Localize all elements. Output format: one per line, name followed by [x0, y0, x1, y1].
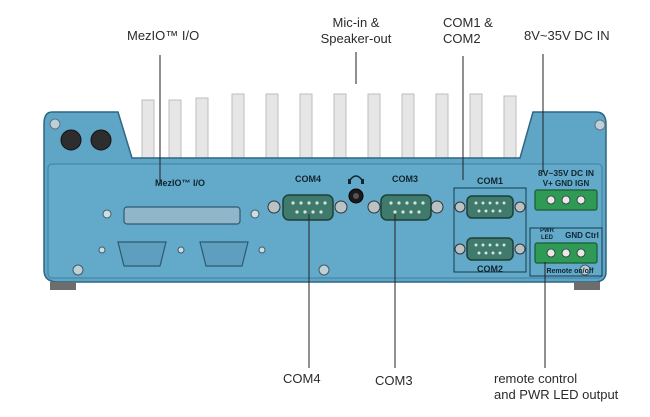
callout-com4-text: COM4	[283, 371, 321, 386]
com4-panel-label: COM4	[295, 174, 321, 184]
antenna-cap	[90, 129, 112, 151]
remote-onoff-label: Remote on/off	[546, 268, 594, 275]
callout-mezio-text: MezIO™ I/O	[127, 28, 200, 43]
mounting-screw	[102, 209, 112, 219]
callout-com12-line1: COM1 &	[443, 15, 493, 30]
callout-remote-line2: and PWR LED output	[494, 387, 619, 402]
mounting-screw	[594, 119, 606, 131]
callout-mic-line2: Speaker-out	[320, 31, 392, 46]
pwr-label-top: PWR	[540, 228, 555, 234]
com1-connector	[466, 195, 514, 219]
com2-panel-label: COM2	[477, 264, 503, 274]
mounting-screw	[72, 264, 84, 276]
mounting-screw	[454, 243, 466, 255]
mounting-screw	[98, 246, 106, 254]
dc-in-panel-label: 8V~35V DC IN	[538, 168, 594, 178]
com1-panel-label: COM1	[477, 176, 503, 186]
mounting-screw	[267, 200, 281, 214]
mounting-screw	[514, 243, 526, 255]
heatsink-fin	[168, 99, 182, 165]
com4-connector	[282, 194, 334, 221]
heatsink-fin	[141, 99, 155, 165]
knockout-port-left	[117, 241, 167, 267]
gnd-ctrl-label: GND Ctrl	[565, 231, 599, 240]
mounting-screw	[177, 246, 185, 254]
dc-pin-labels: V+ GND IGN	[543, 179, 590, 188]
callout-mezio: MezIO™ I/O	[127, 28, 199, 44]
mounting-screw	[367, 200, 381, 214]
com3-panel-label: COM3	[392, 174, 418, 184]
heatsink-fin	[195, 97, 209, 165]
pwr-label-bottom: LED	[541, 235, 554, 241]
callout-com4: COM4	[283, 371, 321, 387]
mounting-screw	[258, 246, 266, 254]
callout-mic-line1: Mic-in &	[332, 15, 380, 30]
mezio-slot	[123, 206, 241, 225]
callout-com12: COM1 & COM2	[443, 15, 493, 47]
mezio-panel-label: MezIO™ I/O	[155, 178, 205, 188]
com3-connector	[380, 194, 432, 221]
callout-remote: remote control and PWR LED output	[494, 371, 618, 403]
callout-mic-speaker: Mic-in & Speaker-out	[315, 15, 397, 47]
headset-icon	[349, 175, 363, 181]
mounting-screw	[250, 209, 260, 219]
heatsink-fin	[333, 93, 347, 165]
mounting-screw	[430, 200, 444, 214]
heatsink-fin	[401, 93, 415, 165]
heatsink-fin	[367, 93, 381, 165]
mounting-screw	[514, 201, 526, 213]
callout-com3-text: COM3	[375, 373, 413, 388]
heatsink-fin	[503, 95, 517, 165]
heatsink-fin	[435, 93, 449, 165]
chassis-foot	[50, 282, 76, 290]
heatsink-fin	[231, 93, 245, 165]
heatsink-fins	[141, 93, 517, 165]
chassis-foot	[574, 282, 600, 290]
callout-dcin: 8V~35V DC IN	[524, 28, 610, 44]
knockout-port-right	[199, 241, 249, 267]
callout-dcin-text: 8V~35V DC IN	[524, 28, 610, 43]
com12-frame	[453, 187, 527, 273]
com2-connector	[466, 237, 514, 261]
heatsink-fin	[299, 93, 313, 165]
callout-remote-line1: remote control	[494, 371, 578, 386]
antenna-cap	[60, 129, 82, 151]
heatsink-fin	[469, 93, 483, 165]
mounting-screw	[579, 264, 591, 276]
callout-com3: COM3	[375, 373, 413, 389]
mounting-screw	[49, 118, 61, 130]
mounting-screw	[454, 201, 466, 213]
remote-frame	[529, 227, 603, 277]
callout-com12-line2: COM2	[443, 31, 481, 46]
mounting-screw	[334, 200, 348, 214]
mounting-screw	[318, 264, 330, 276]
heatsink-fin	[265, 93, 279, 165]
